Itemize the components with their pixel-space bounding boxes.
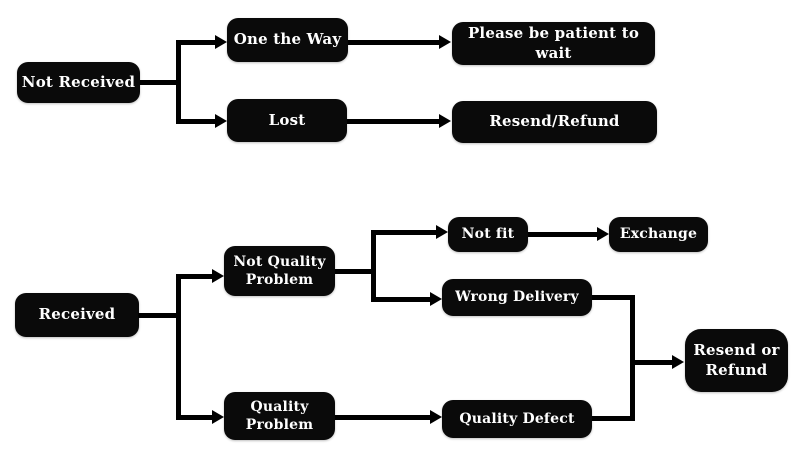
arrowhead-to-not-quality-problem bbox=[212, 269, 224, 283]
node-resend-or-refund: Resend or Refund bbox=[685, 329, 788, 392]
connector-not-quality-branch-vertical bbox=[371, 230, 376, 302]
connector-not-received-branch-vertical bbox=[176, 40, 181, 124]
arrowhead-to-quality-defect bbox=[430, 410, 442, 424]
connector-lost-to-resend-refund bbox=[347, 119, 439, 124]
node-not-quality-problem: Not Quality Problem bbox=[224, 246, 335, 296]
arrowhead-to-exchange bbox=[597, 227, 609, 241]
node-one-the-way: One the Way bbox=[227, 18, 348, 62]
connector-to-wrong-delivery bbox=[376, 297, 430, 302]
node-resend-refund: Resend/Refund bbox=[452, 101, 657, 143]
arrowhead-to-one-the-way bbox=[215, 35, 227, 49]
node-exchange: Exchange bbox=[609, 217, 708, 252]
connector-wrong-delivery-out bbox=[592, 295, 632, 300]
connector-quality-defect-out bbox=[592, 416, 635, 421]
connector-to-one-the-way bbox=[181, 40, 216, 45]
connector-to-resend-or-refund bbox=[635, 360, 673, 365]
node-quality-problem: Quality Problem bbox=[224, 392, 335, 440]
connector-merge-vertical bbox=[630, 295, 635, 421]
node-lost: Lost bbox=[227, 99, 347, 142]
arrowhead-to-resend-or-refund bbox=[672, 355, 684, 369]
connector-not-received-stub bbox=[140, 80, 178, 85]
arrowhead-to-please-wait bbox=[439, 35, 451, 49]
arrowhead-to-not-fit bbox=[436, 225, 448, 239]
arrowhead-to-wrong-delivery bbox=[430, 292, 442, 306]
connector-to-lost bbox=[181, 119, 216, 124]
node-received: Received bbox=[15, 293, 139, 337]
connector-received-stub bbox=[138, 313, 178, 318]
connector-to-not-fit bbox=[376, 230, 436, 235]
arrowhead-to-resend-refund bbox=[439, 114, 451, 128]
node-quality-defect: Quality Defect bbox=[442, 400, 592, 438]
arrowhead-to-lost bbox=[215, 114, 227, 128]
connector-not-quality-problem-stub bbox=[335, 269, 373, 274]
node-not-fit: Not fit bbox=[448, 217, 528, 252]
node-wrong-delivery: Wrong Delivery bbox=[442, 279, 592, 316]
arrowhead-to-quality-problem bbox=[212, 410, 224, 424]
connector-one-the-way-to-please-wait bbox=[348, 40, 439, 45]
connector-received-branch-vertical bbox=[176, 274, 181, 420]
connector-not-fit-to-exchange bbox=[528, 232, 597, 237]
connector-to-not-quality-problem bbox=[181, 274, 212, 279]
node-please-be-patient: Please be patient to wait bbox=[452, 22, 655, 65]
node-not-received: Not Received bbox=[17, 62, 140, 103]
connector-quality-problem-to-quality-defect bbox=[335, 415, 430, 420]
connector-to-quality-problem bbox=[181, 415, 212, 420]
